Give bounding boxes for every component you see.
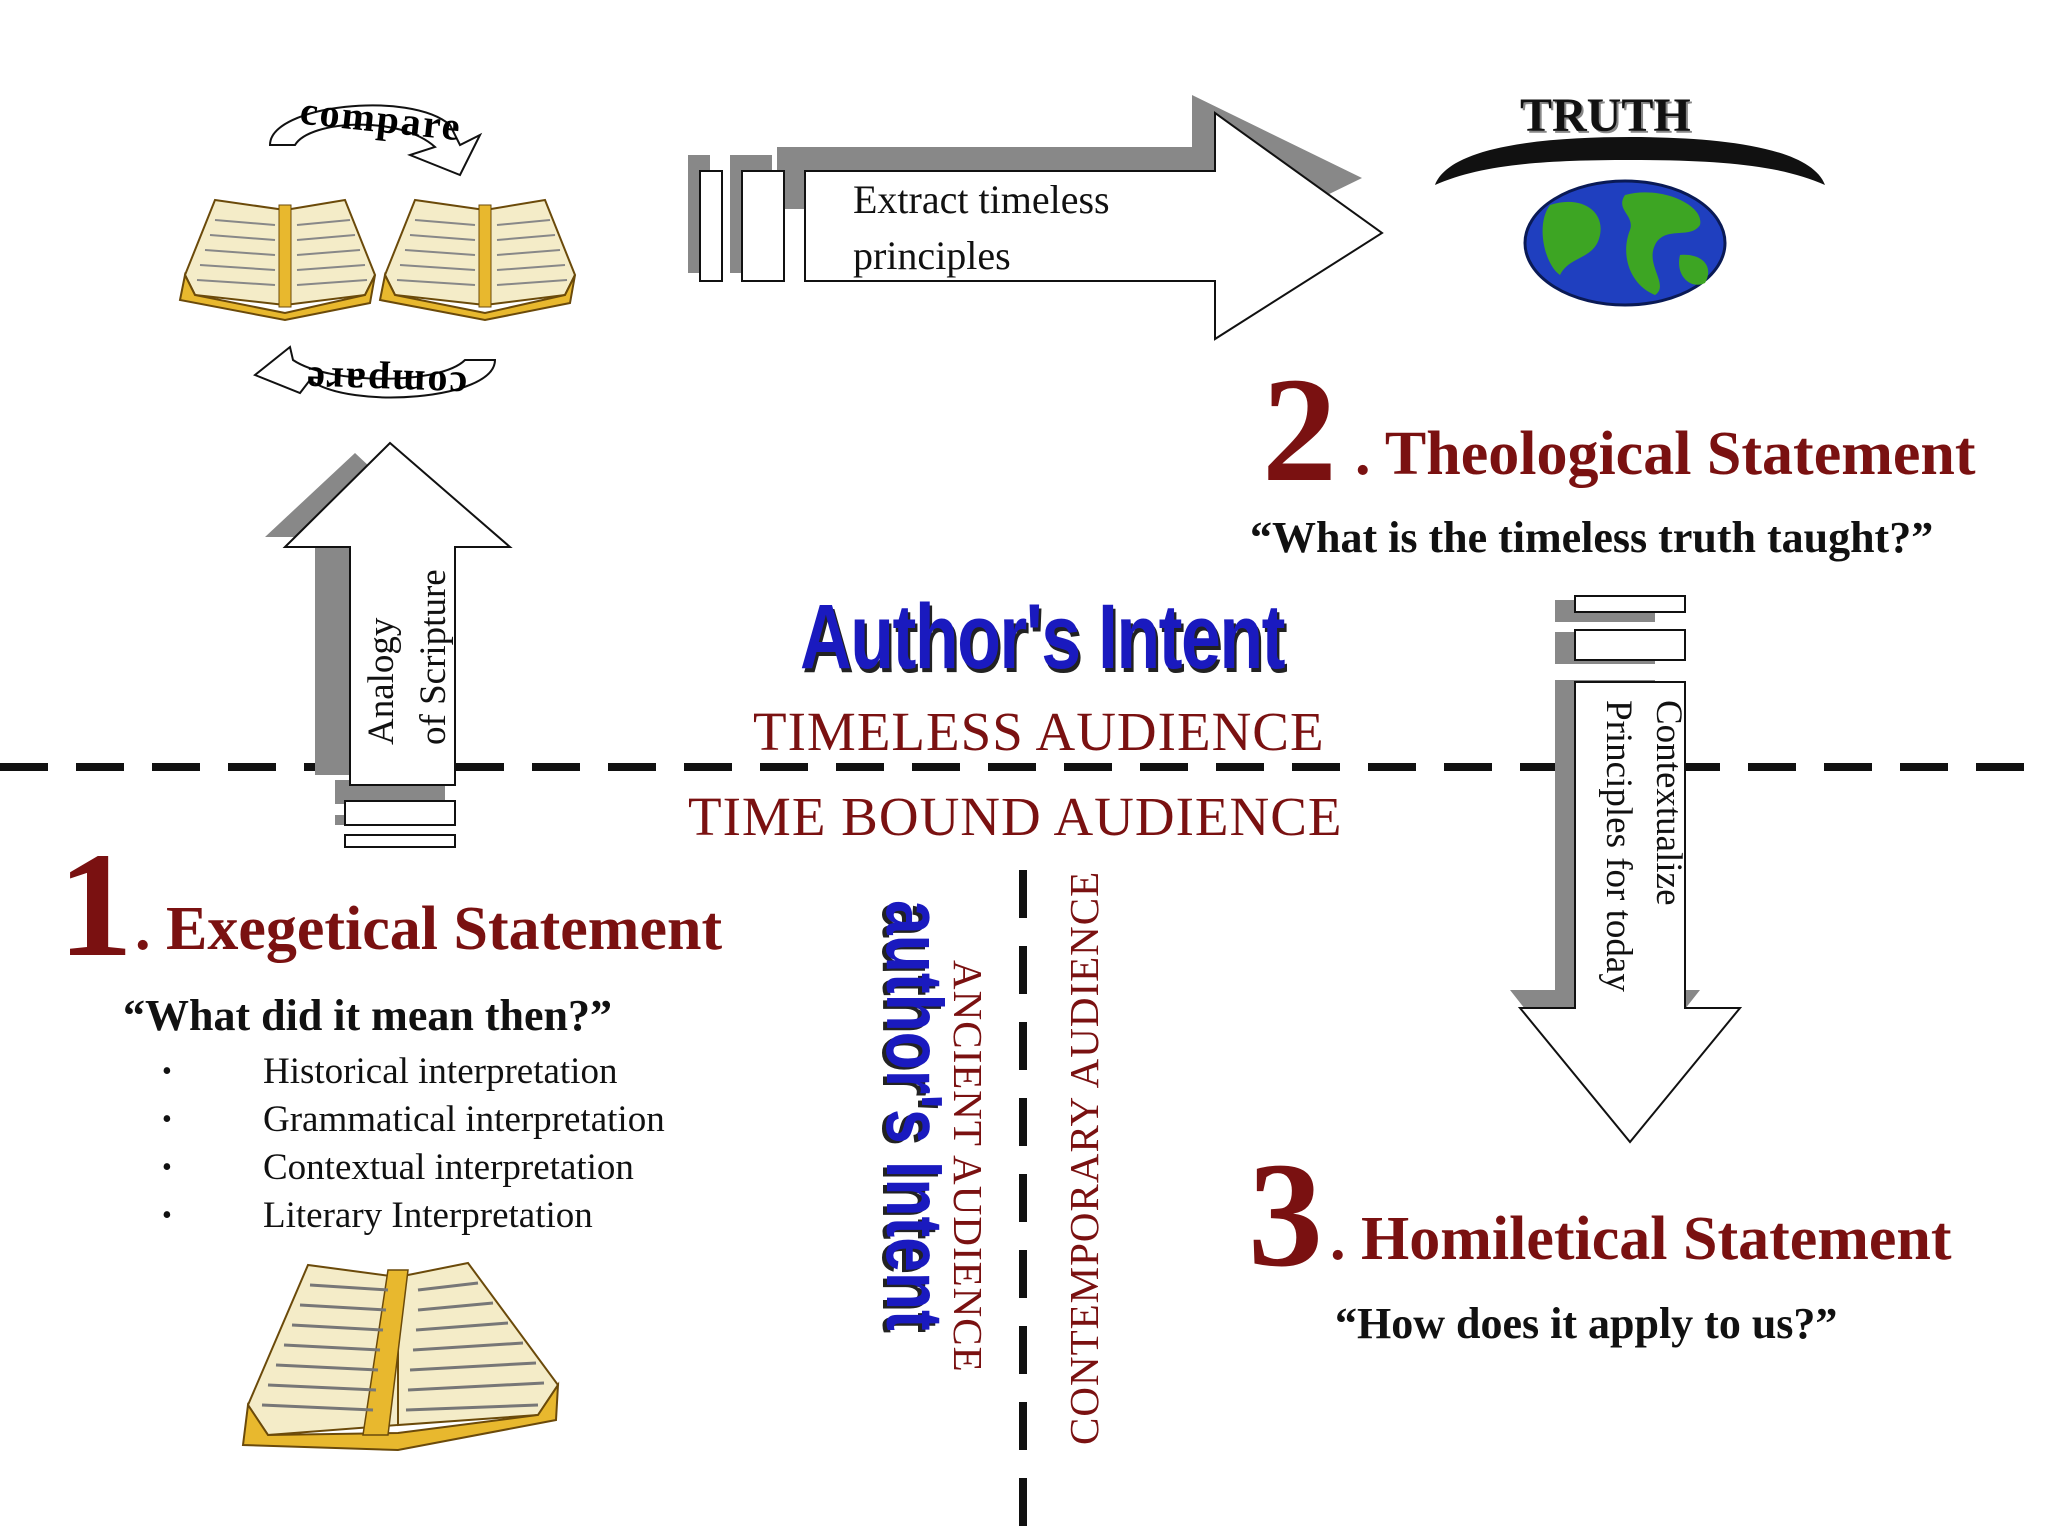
open-bible-icon — [178, 198, 377, 322]
extract-label-line1: Extract timeless — [853, 177, 1110, 222]
contextualize-label-line1: Contextualize — [1648, 700, 1689, 906]
step-3-number: 3 — [1248, 1132, 1323, 1298]
list-item: Grammatical interpretation — [162, 1096, 665, 1144]
step-3-question: “How does it apply to us?” — [1335, 1299, 1838, 1348]
analogy-arrow — [265, 441, 513, 848]
step-3-title: . Homiletical Statement — [1330, 1205, 1952, 1273]
exegetical-bullet-list: Historical interpretation Grammatical in… — [162, 1048, 665, 1240]
step-1-number: 1 — [58, 822, 133, 988]
globe-icon — [1523, 179, 1727, 307]
extract-arrow — [688, 95, 1384, 341]
open-bible-icon — [378, 198, 577, 322]
list-item: Literary Interpretation — [162, 1192, 665, 1240]
step-1-title: . Exegetical Statement — [135, 895, 723, 963]
ancient-audience-label: ANCIENT AUDIENCE — [945, 960, 991, 1373]
contextualize-label-line2: Principles for today — [1598, 700, 1639, 992]
step-2-question: “What is the timeless truth taught?” — [1250, 513, 1934, 562]
globe-group — [1435, 137, 1825, 307]
list-item: Historical interpretation — [162, 1048, 665, 1096]
step-2-number: 2 — [1262, 347, 1337, 513]
compare-bottom-label: compare — [304, 358, 468, 409]
contextualize-arrow — [1510, 595, 1743, 1144]
extract-label-line2: principles — [853, 233, 1011, 278]
contemporary-audience-label: CONTEMPORARY AUDIENCE — [1061, 870, 1107, 1445]
step-1-question: “What did it mean then?” — [123, 991, 612, 1040]
open-bible-icon — [241, 1261, 560, 1452]
step-2-title: . Theological Statement — [1355, 420, 1976, 488]
time-bound-audience-label: TIME BOUND AUDIENCE — [688, 786, 1343, 847]
truth-label: TRUTH — [1520, 89, 1691, 142]
curved-arrow-icon — [268, 104, 483, 177]
curved-arrow-icon — [253, 345, 497, 399]
list-item: Contextual interpretation — [162, 1144, 665, 1192]
authors-intent-heading: Author's Intent — [800, 586, 1286, 688]
analogy-label-line1: Analogy — [361, 617, 402, 745]
compare-bibles-group — [178, 104, 577, 399]
halo-shape — [1435, 137, 1825, 185]
timeless-audience-label: TIMELESS AUDIENCE — [753, 701, 1325, 762]
analogy-label-line2: of Scripture — [413, 569, 454, 745]
